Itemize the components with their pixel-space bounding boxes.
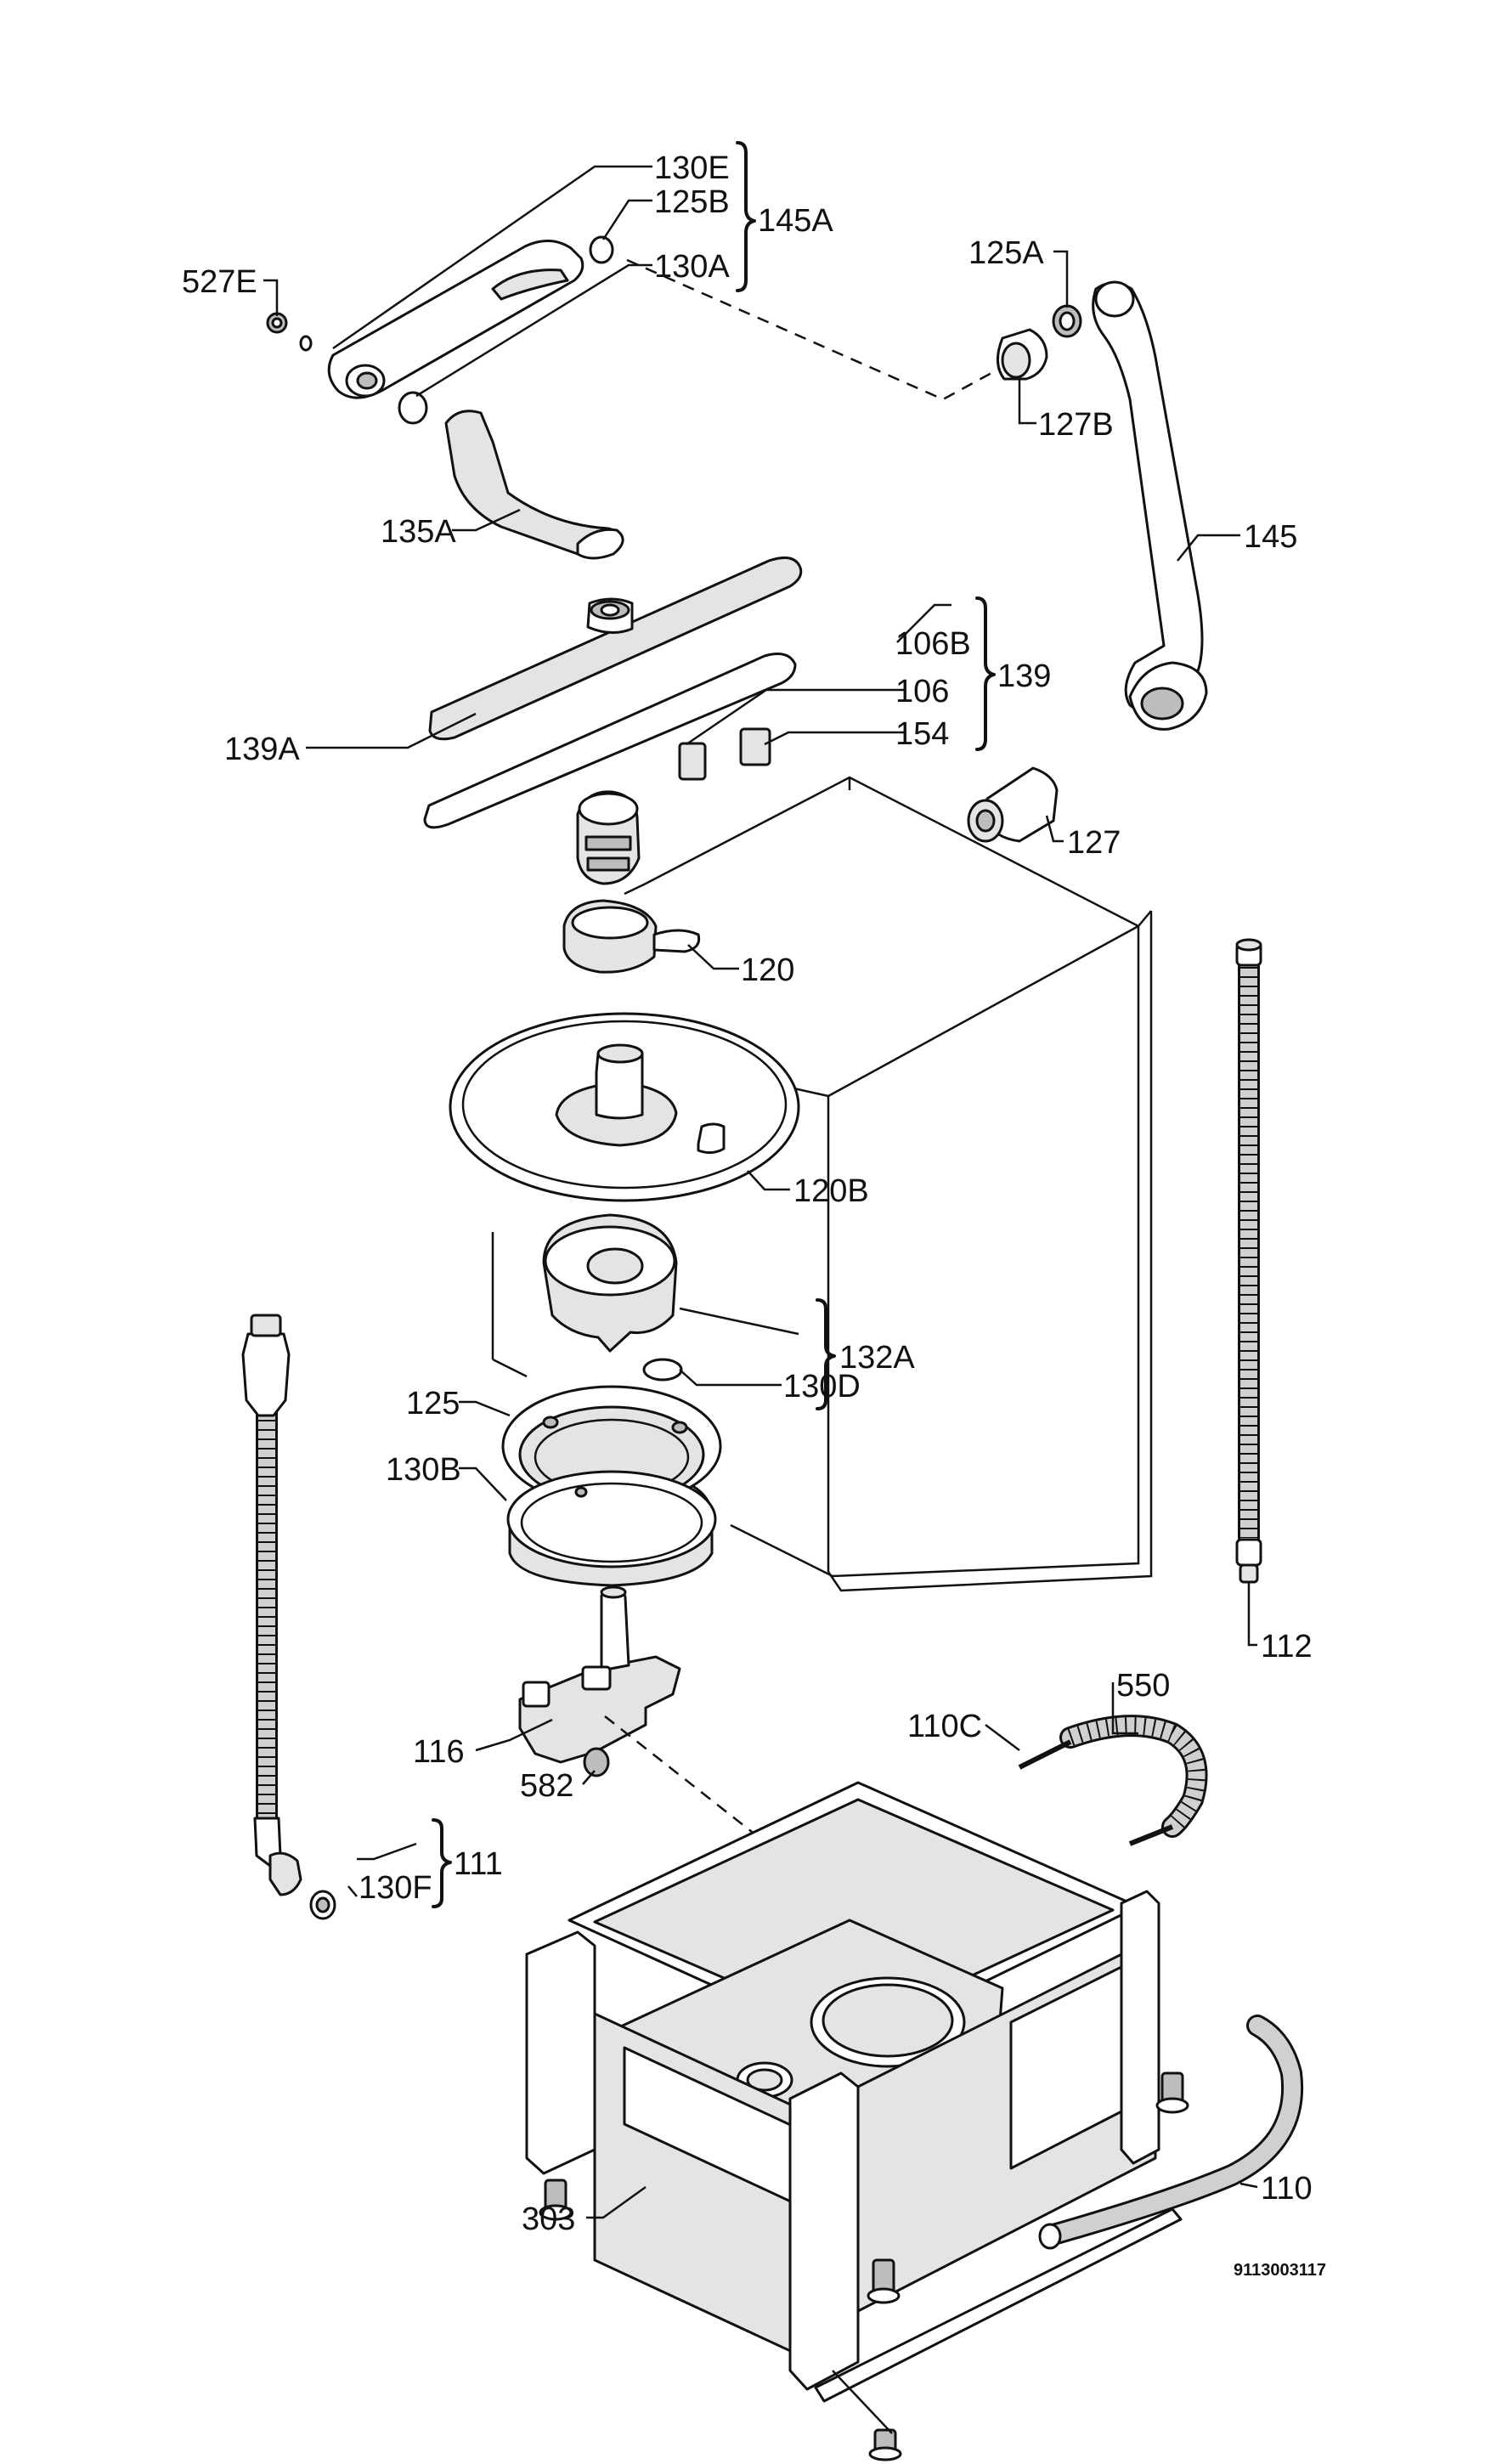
arm-bearing-icon bbox=[562, 790, 701, 974]
label-550: 550 bbox=[1116, 1668, 1170, 1704]
label-125: 125 bbox=[406, 1386, 460, 1421]
lower-spray-arm-icon bbox=[423, 556, 803, 829]
label-527E: 527E bbox=[182, 264, 257, 300]
label-127: 127 bbox=[1067, 825, 1121, 861]
label-106B: 106B bbox=[895, 626, 971, 662]
document-id: 9113003117 bbox=[1234, 2261, 1326, 2280]
group-braces bbox=[432, 141, 996, 1908]
label-125B: 125B bbox=[654, 184, 730, 220]
pump-housing-icon bbox=[542, 1213, 683, 1382]
label-139A: 139A bbox=[224, 732, 300, 767]
label-120: 120 bbox=[741, 952, 794, 988]
label-135A: 135A bbox=[381, 514, 456, 550]
filter-plate-icon bbox=[449, 1012, 800, 1202]
part-labels: 130E 125B 145A 130A 527E 125A 127B 135A … bbox=[182, 150, 1326, 2280]
label-145A: 145A bbox=[758, 203, 833, 239]
label-106: 106 bbox=[895, 674, 949, 709]
label-112: 112 bbox=[1261, 1629, 1313, 1664]
label-582: 582 bbox=[520, 1768, 573, 1804]
base-frame-icon bbox=[525, 1781, 1189, 2461]
label-130E: 130E bbox=[654, 150, 730, 186]
label-130F: 130F bbox=[359, 1870, 432, 1906]
label-110C: 110C bbox=[907, 1709, 982, 1744]
valve-icon bbox=[518, 1585, 681, 1777]
supply-hose-icon bbox=[241, 1314, 336, 1920]
label-130B: 130B bbox=[386, 1452, 461, 1488]
hose-icon bbox=[1235, 938, 1262, 1584]
feed-pipe-icon bbox=[444, 410, 624, 560]
heater-element-icon bbox=[1018, 1715, 1208, 1846]
label-120B: 120B bbox=[793, 1173, 869, 1209]
label-110: 110 bbox=[1261, 2171, 1313, 2207]
feed-tube-145-icon bbox=[997, 280, 1208, 731]
label-132A: 132A bbox=[839, 1340, 915, 1376]
sump-icon bbox=[501, 1385, 722, 1587]
drain-hose-icon bbox=[1038, 2015, 1304, 2250]
nut-127-icon bbox=[967, 766, 1059, 843]
label-139: 139 bbox=[997, 658, 1051, 694]
label-154: 154 bbox=[895, 716, 949, 752]
cabinet-outline-icon bbox=[491, 776, 1153, 1592]
label-127B: 127B bbox=[1038, 407, 1114, 443]
label-130D: 130D bbox=[783, 1369, 861, 1404]
leader-lines bbox=[263, 165, 1258, 2219]
label-111: 111 bbox=[454, 1846, 503, 1882]
label-125A: 125A bbox=[968, 235, 1044, 271]
upper-spray-arm-icon bbox=[266, 235, 614, 425]
label-130A: 130A bbox=[654, 249, 730, 285]
label-116: 116 bbox=[413, 1734, 465, 1770]
label-145: 145 bbox=[1244, 519, 1297, 555]
label-303: 303 bbox=[522, 2201, 575, 2237]
